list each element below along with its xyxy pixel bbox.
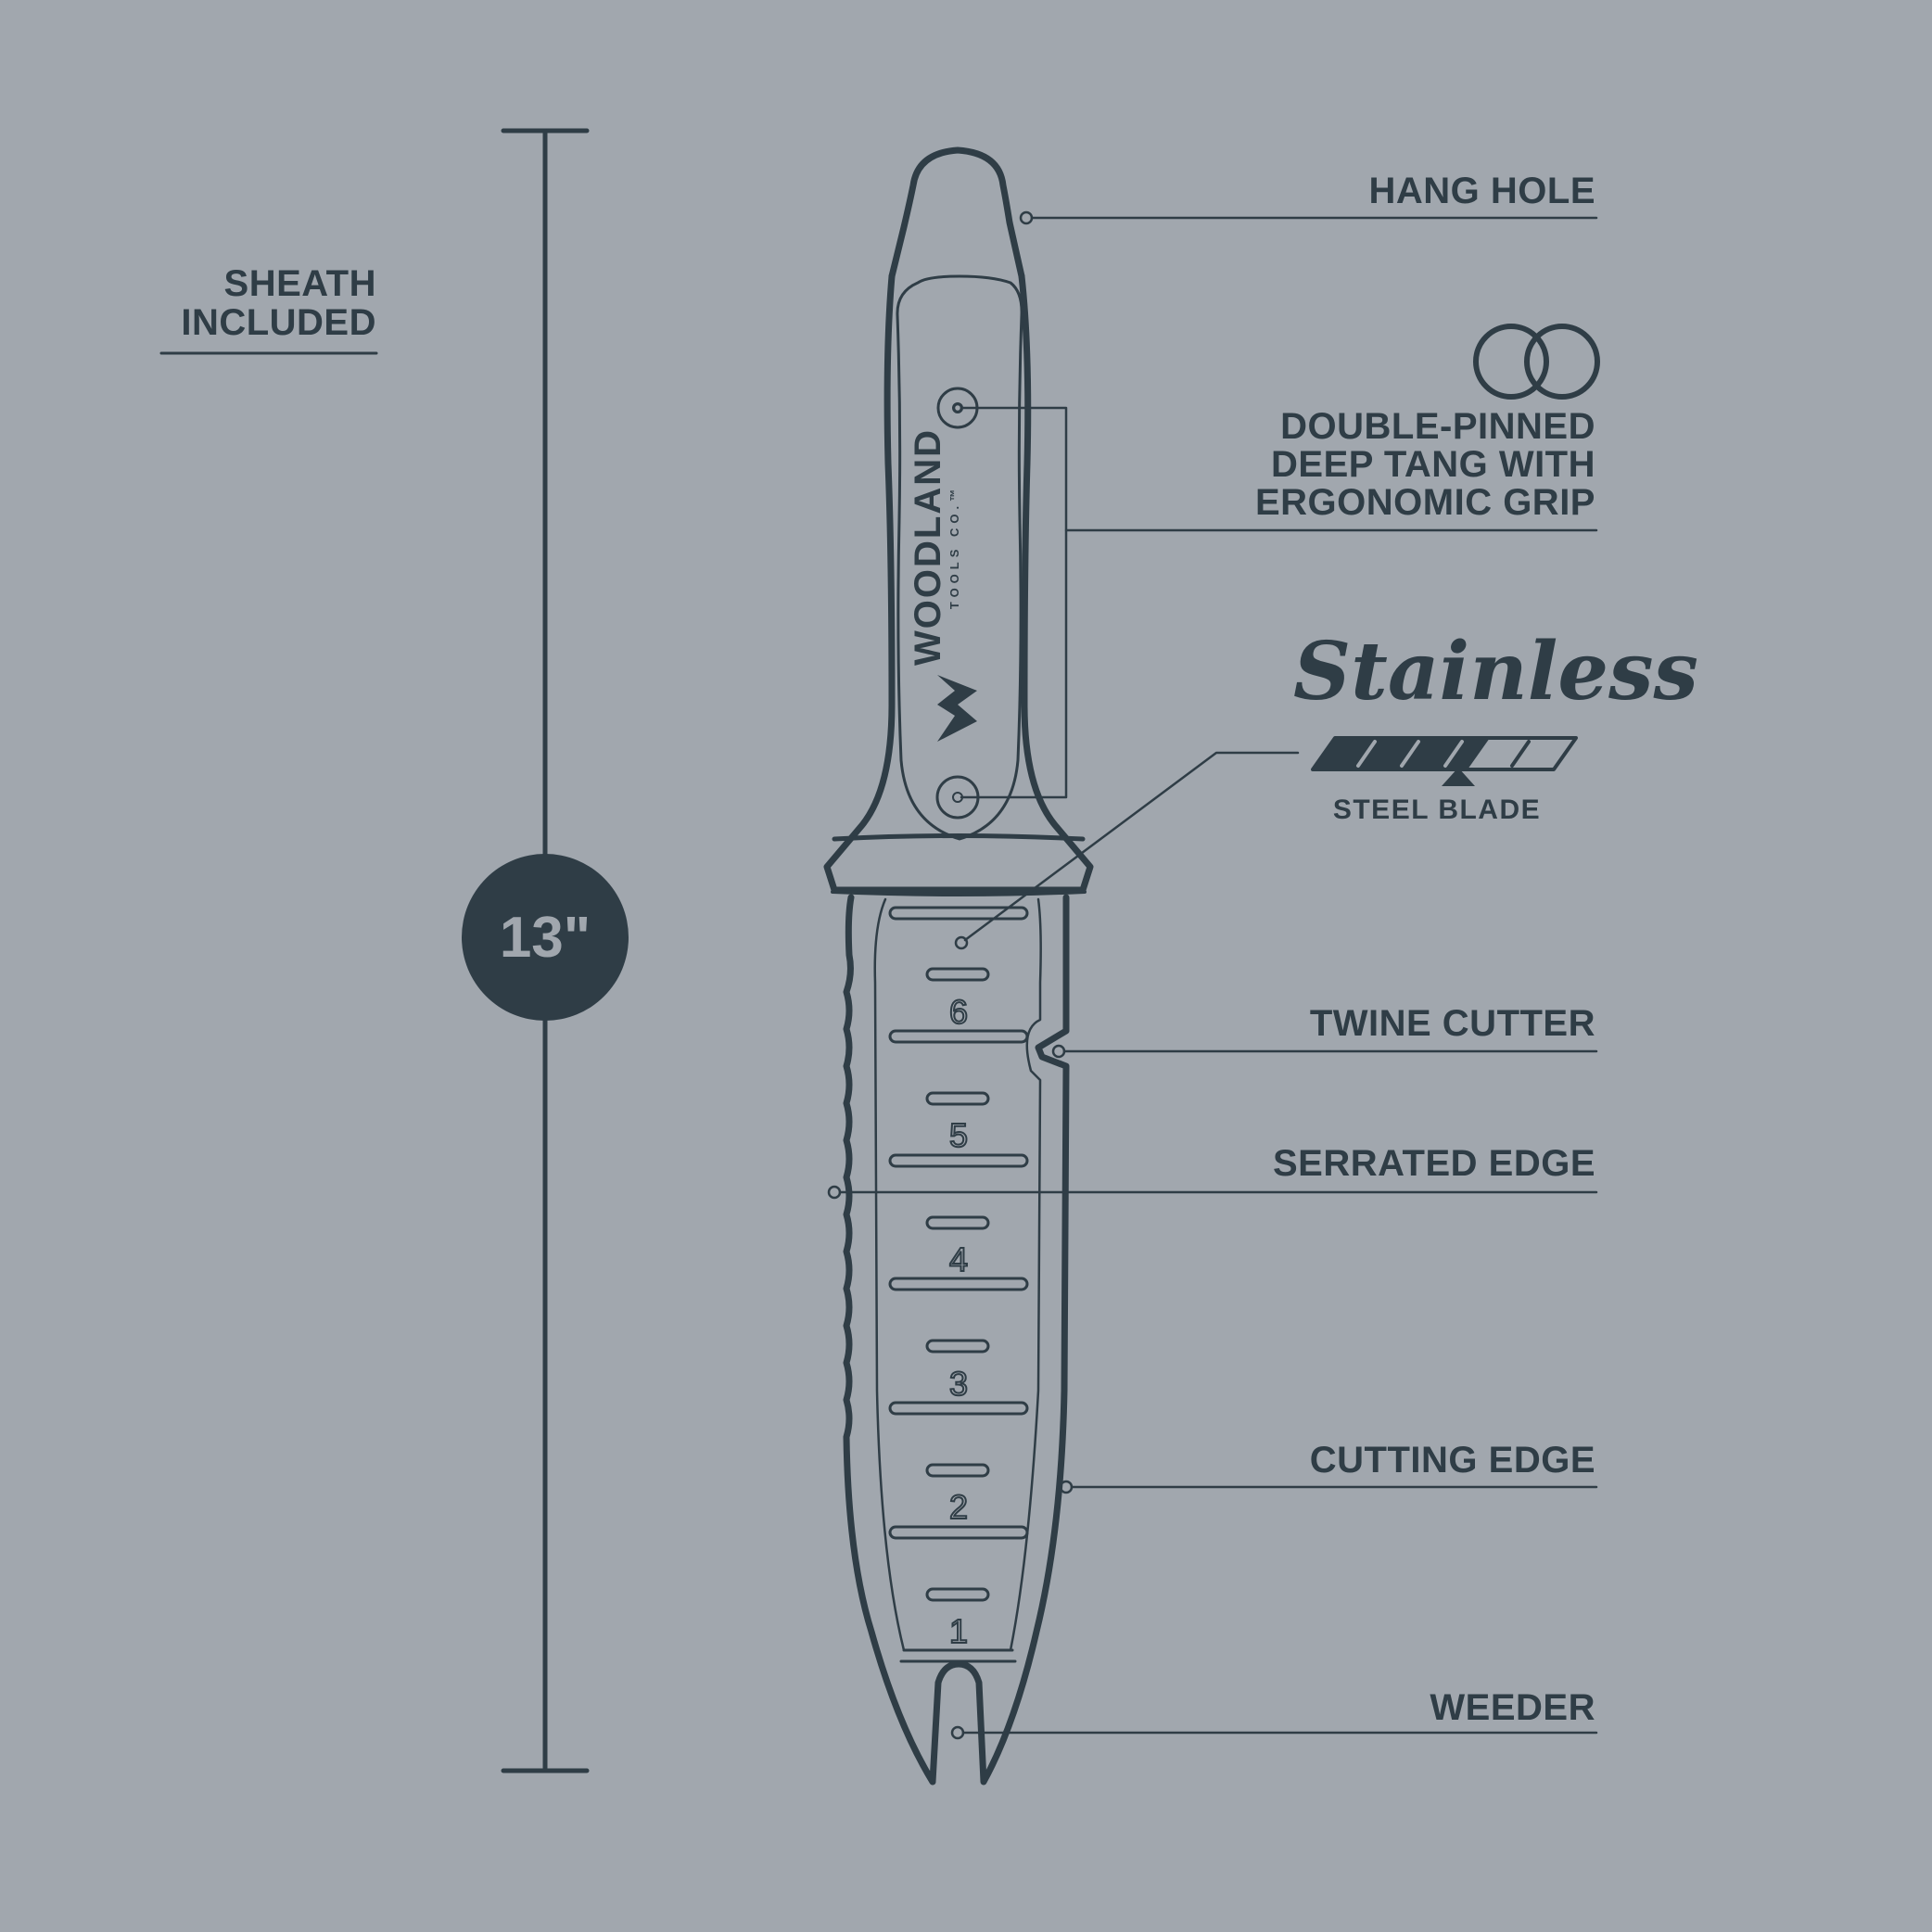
blade-inner bbox=[873, 897, 1042, 1652]
length-value: 13" bbox=[499, 905, 591, 970]
label-cutting-edge: CUTTING EDGE bbox=[1309, 1440, 1595, 1481]
guard-lower bbox=[831, 890, 1087, 896]
stainless-script: Stainless bbox=[1293, 625, 1698, 718]
steel-bar-icon bbox=[1311, 736, 1578, 786]
logo-mark bbox=[937, 675, 977, 742]
ruler-number: 3 bbox=[948, 1364, 969, 1404]
label-twine-cutter: TWINE CUTTER bbox=[1309, 1003, 1595, 1044]
sheath-label: SHEATH INCLUDED bbox=[181, 263, 376, 343]
brand-sub: TOOLS CO.™ bbox=[947, 484, 961, 610]
handle-outline bbox=[823, 273, 1094, 894]
guard bbox=[832, 833, 1086, 842]
grip-panel bbox=[896, 274, 1023, 841]
ruler-number: 1 bbox=[948, 1611, 969, 1651]
length-badge: 13" bbox=[462, 854, 629, 1021]
blade-band bbox=[899, 1648, 1017, 1663]
handle-cap bbox=[888, 146, 1025, 280]
label-hang-hole: HANG HOLE bbox=[1368, 171, 1595, 211]
steel-blade-label: STEEL BLADE bbox=[1332, 794, 1542, 825]
label-weeder: WEEDER bbox=[1430, 1687, 1595, 1728]
double-ring-icon bbox=[1473, 324, 1600, 400]
label-grip: DOUBLE-PINNED DEEP TANG WITH ERGONOMIC G… bbox=[1254, 406, 1595, 523]
ruler-number: 6 bbox=[948, 992, 969, 1032]
ruler-number: 2 bbox=[948, 1487, 969, 1527]
label-serrated-edge: SERRATED EDGE bbox=[1272, 1143, 1595, 1184]
brand-name: WOODLAND bbox=[908, 428, 948, 666]
ruler-marks bbox=[888, 906, 1029, 1602]
blade-outline bbox=[843, 894, 1070, 1786]
callout-leaders bbox=[827, 210, 1598, 1740]
ruler-number: 5 bbox=[948, 1115, 969, 1155]
ruler-number: 4 bbox=[948, 1239, 969, 1279]
